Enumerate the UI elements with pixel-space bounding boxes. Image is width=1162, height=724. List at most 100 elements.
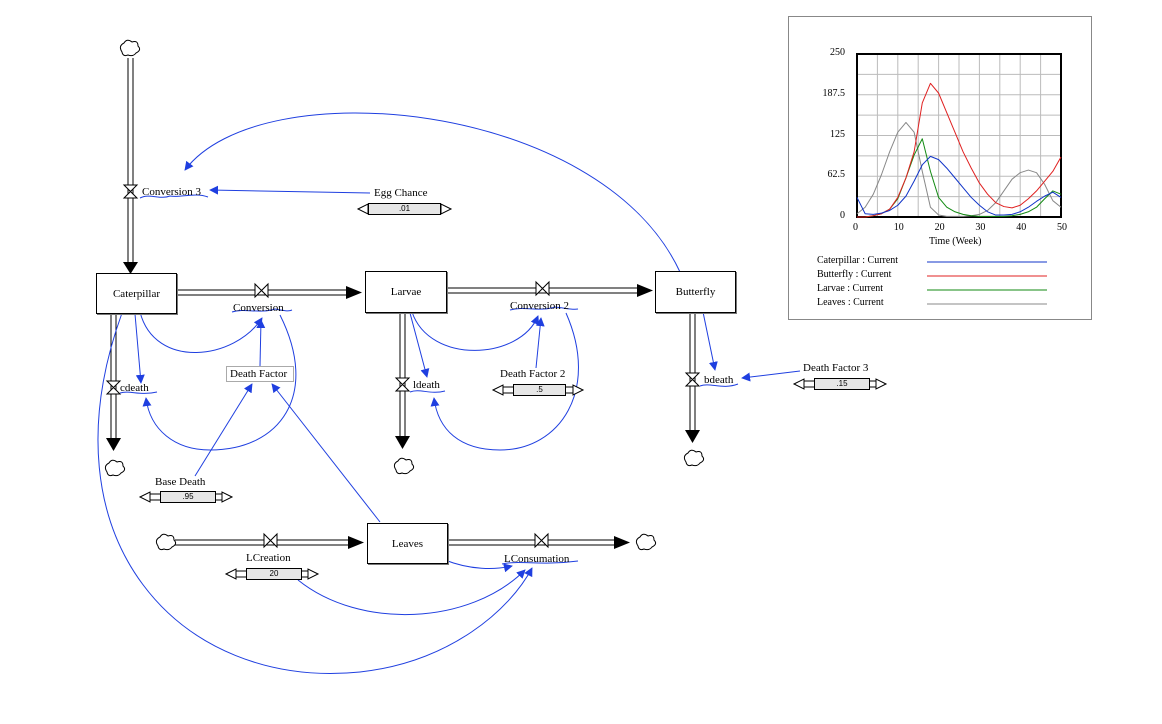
cloud-icon-butterfly-sink: [683, 449, 705, 467]
slider-basedeath[interactable]: .95: [144, 491, 232, 503]
link-basedeath-deathfactor: [194, 383, 253, 477]
valve-icon-ldeath[interactable]: [394, 377, 411, 392]
x-tick-label: 40: [1016, 222, 1027, 233]
cloud-icon-caterpillar-sink: [104, 459, 126, 477]
valve-icon-conversion2[interactable]: [535, 280, 550, 297]
link-lcreation-lconsumation: [297, 569, 526, 616]
x-tick-label: 30: [975, 222, 986, 233]
x-tick-label: 20: [934, 222, 945, 233]
aux-eggchance-label[interactable]: Egg Chance: [374, 187, 428, 199]
pipe-egg-arrowhead: [123, 262, 138, 274]
cloud-icon-larvae-sink: [393, 457, 415, 475]
plot-frame: [856, 53, 1062, 218]
stock-leaves[interactable]: Leaves: [367, 523, 448, 564]
y-tick-label: 125: [830, 128, 845, 140]
slider-arrow-deathfactor3: [792, 378, 888, 390]
pipe-larvae-death: [399, 312, 406, 442]
legend-entry-label: Butterfly : Current: [817, 269, 892, 280]
pipe-caterpillar-larvae-arrowhead: [346, 286, 362, 299]
link-leaves-deathfactor: [271, 383, 381, 523]
cloud-icon-egg-source: [119, 39, 141, 57]
slider-deathfactor2-value: .5: [513, 384, 566, 396]
legend-entry: Butterfly : Current: [817, 269, 891, 280]
flow-lconsumation-label[interactable]: LConsumation: [504, 553, 570, 565]
flow-bdeath-label[interactable]: bdeath: [704, 374, 734, 386]
slider-deathfactor3[interactable]: .15: [798, 378, 886, 390]
aux-deathfactor2-label[interactable]: Death Factor 2: [500, 368, 566, 380]
valve-icon-conversion[interactable]: [254, 282, 269, 299]
slider-lcreation[interactable]: 20: [230, 568, 318, 580]
x-tick-label: 50: [1057, 222, 1067, 233]
y-tick-label: 62.5: [827, 169, 846, 181]
series-line-butterfly: [857, 82, 1062, 218]
stock-caterpillar[interactable]: Caterpillar: [96, 273, 177, 314]
sparkline-lconsumation: [501, 560, 579, 565]
stock-larvae[interactable]: Larvae: [365, 271, 447, 313]
pipe-caterpillar-death: [110, 313, 117, 445]
slider-deathfactor3-value: .15: [814, 378, 870, 390]
cloud-icon-leaf-sink: [635, 533, 657, 551]
valve-icon-conversion3[interactable]: [122, 184, 139, 199]
link-caterpillar-lconsumation: [97, 312, 533, 674]
valve-icon-lconsumation[interactable]: [534, 532, 549, 549]
valve-icon-lcreation[interactable]: [263, 532, 278, 549]
slider-deathfactor2[interactable]: .5: [497, 384, 582, 396]
x-axis-label: Time (Week): [929, 236, 982, 247]
stock-larvae-label: Larvae: [390, 286, 422, 298]
link-caterpillar-conversion: [139, 311, 263, 353]
flow-conversion2-label[interactable]: Conversion 2: [510, 300, 569, 312]
legend-entry-label: Leaves : Current: [817, 297, 884, 308]
aux-deathfactor3-label[interactable]: Death Factor 3: [803, 362, 869, 374]
aux-basedeath-label[interactable]: Base Death: [155, 476, 206, 488]
cloud-icon-leaf-source: [155, 533, 177, 551]
pipe-leaf-creation-arrowhead: [348, 536, 364, 549]
pipe-butterfly-death-arrowhead: [685, 430, 700, 443]
pipe-caterpillar-death-arrowhead: [106, 438, 121, 451]
legend-entry-label: Caterpillar : Current: [817, 255, 899, 266]
slider-eggchance[interactable]: .01: [352, 203, 457, 215]
stock-butterfly[interactable]: Butterfly: [655, 271, 736, 313]
sparkline-ldeath: [409, 390, 446, 393]
link-deathfactor2-conversion2: [535, 317, 545, 369]
legend-entry: Leaves : Current: [817, 297, 884, 308]
valve-icon-bdeath[interactable]: [684, 372, 701, 387]
valve-icon-cdeath[interactable]: [105, 380, 122, 395]
population-chart: [856, 53, 1062, 305]
y-tick-label: 187.5: [822, 87, 846, 99]
legend-entry-label: Larvae : Current: [817, 283, 884, 294]
link-deathfactor-conversion: [256, 319, 266, 367]
slider-lcreation-value: 20: [246, 568, 302, 580]
stock-leaves-label: Leaves: [391, 538, 424, 550]
slider-eggchance-value: .01: [368, 203, 441, 215]
pipe-egg-source: [127, 58, 134, 268]
series-line-caterpillar: [856, 155, 1062, 216]
sparkline-cdeath: [119, 391, 158, 394]
link-leaves-lconsumation: [444, 559, 513, 573]
pipe-larvae-butterfly-arrowhead: [637, 284, 653, 297]
flow-lcreation-label[interactable]: LCreation: [246, 552, 291, 564]
flow-cdeath-label[interactable]: cdeath: [120, 382, 149, 394]
link-larvae-ldeath: [409, 312, 430, 378]
link-butterfly-bdeath: [702, 311, 718, 371]
x-tick-label: 10: [893, 222, 904, 233]
link-conversion2-ldeath: [430, 312, 579, 451]
sparkline-conversion: [231, 308, 293, 313]
sparkline-bdeath: [699, 383, 739, 387]
flow-ldeath-label[interactable]: ldeath: [413, 379, 440, 391]
pipe-leaf-consumption-arrowhead: [614, 536, 630, 549]
stock-butterfly-label: Butterfly: [675, 286, 716, 298]
flow-conversion3-label[interactable]: Conversion 3: [142, 186, 201, 198]
slider-arrow-basedeath: [138, 491, 234, 503]
y-tick-label: 250: [830, 47, 845, 58]
slider-arrow-lcreation: [224, 568, 320, 580]
sparkline-conversion2: [509, 306, 579, 311]
slider-basedeath-value: .95: [160, 491, 216, 503]
aux-deathfactor[interactable]: Death Factor: [226, 366, 294, 382]
legend-entry: Caterpillar : Current: [817, 255, 898, 266]
link-conversion-cdeath: [142, 314, 297, 451]
y-tick-label: 0: [840, 210, 845, 221]
pipe-larvae-death-arrowhead: [395, 436, 410, 449]
flow-conversion-label[interactable]: Conversion: [233, 302, 284, 314]
link-deathfactor3-bdeath: [741, 370, 801, 382]
